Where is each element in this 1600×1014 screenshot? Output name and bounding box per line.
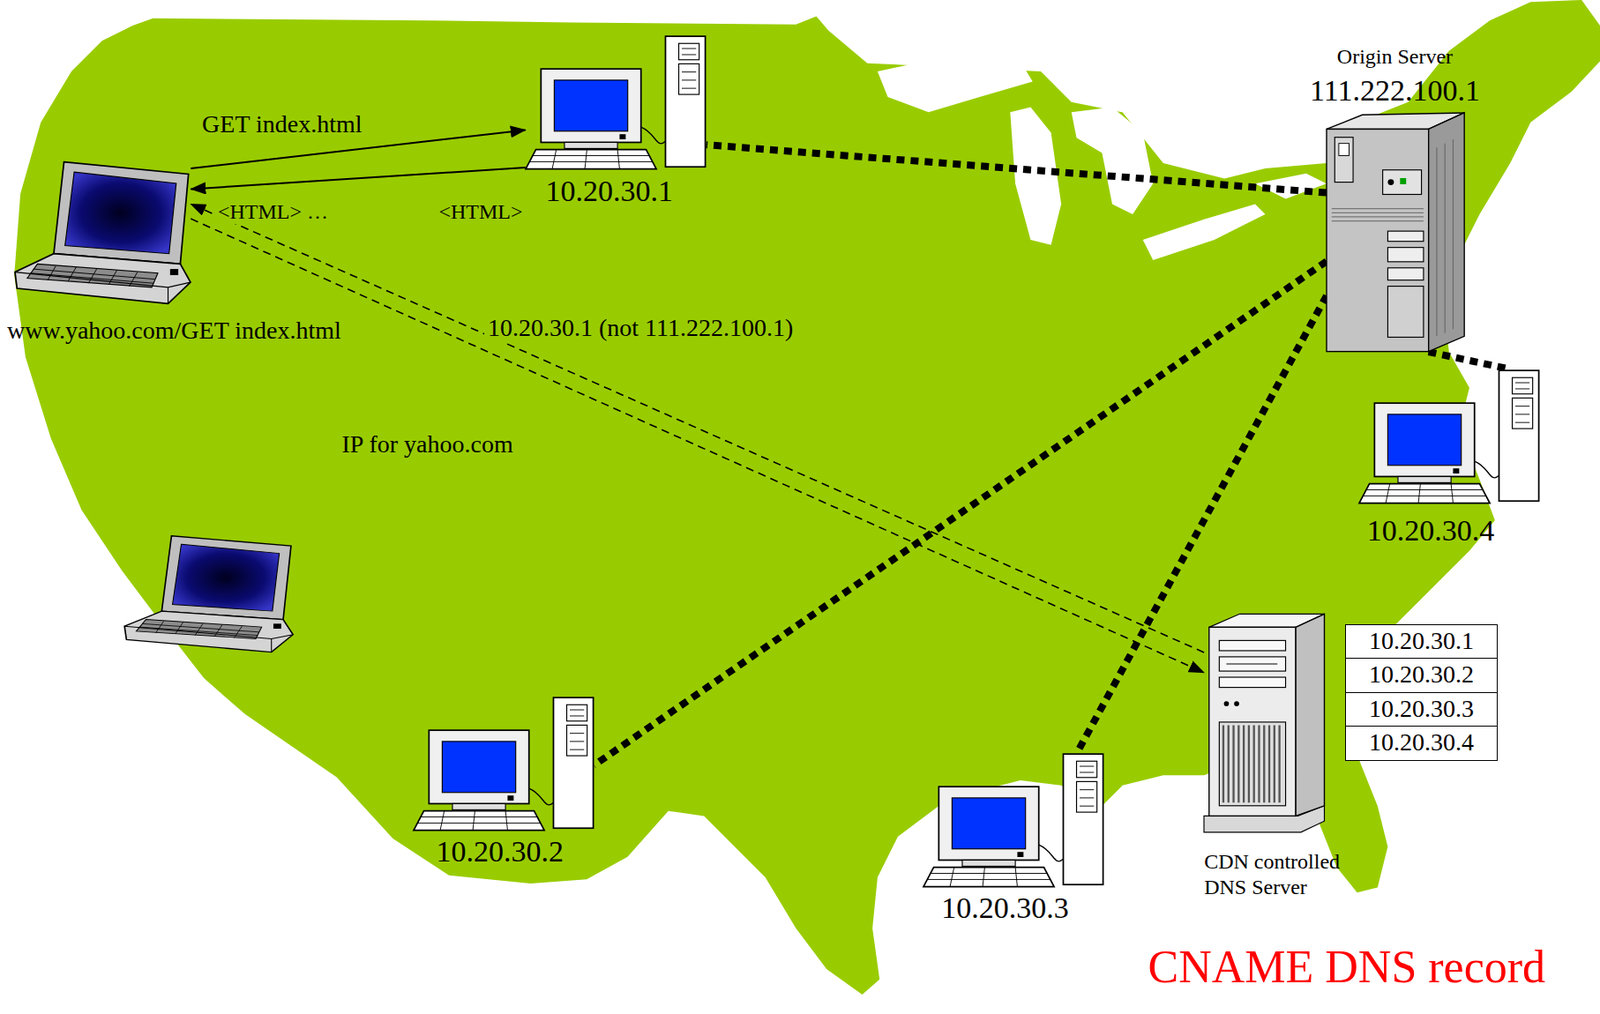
icon (413, 696, 595, 832)
icon (1326, 106, 1465, 352)
cache-server: 10.20.30.4 (1359, 369, 1541, 505)
origin-server: Origin Server111.222.100.1 (1326, 106, 1465, 352)
ic-dns (1203, 613, 1324, 833)
cache-server: 10.20.30.2 (413, 696, 595, 832)
replication-link (706, 144, 1327, 193)
dns-query-arrow (190, 218, 1204, 673)
icon (1359, 369, 1541, 505)
lake-michigan (1009, 106, 1062, 245)
lake-huron (1071, 106, 1154, 214)
second-laptop (124, 536, 293, 653)
dns-server: CDN controlled DNS Server (1203, 612, 1327, 838)
ip-address: 10.20.30.2 (436, 835, 565, 868)
ic-pc (525, 37, 706, 170)
slide-title: CNAME DNS record (1147, 944, 1546, 991)
icon (14, 157, 191, 307)
cache-server: 10.20.30.1 (525, 35, 707, 171)
server-title: Origin Server (1337, 44, 1453, 70)
edge-label: 10.20.30.1 (not 111.222.100.1) (484, 314, 797, 343)
replication-link (1428, 351, 1512, 370)
lake-erie (1143, 203, 1266, 261)
ic-pc (923, 754, 1104, 887)
icon (525, 35, 707, 171)
ic-laptop (14, 162, 191, 305)
icon (923, 753, 1105, 889)
table-cell: 10.20.30.2 (1345, 657, 1499, 693)
ic-pc (413, 697, 594, 830)
ip-address: 10.20.30.3 (941, 891, 1070, 925)
ip-address: 10.20.30.1 (545, 174, 673, 208)
client-laptop: www.yahoo.com/GET index.html (14, 157, 191, 307)
us-landmass (14, 0, 1600, 995)
edge-label: <HTML> (434, 200, 526, 225)
cache-server: 10.20.30.3 (923, 753, 1105, 889)
lake-superior (877, 56, 1033, 113)
edge-label: GET index.html (198, 110, 366, 139)
ic-origin (1326, 112, 1465, 352)
request-url: www.yahoo.com/GET index.html (7, 316, 342, 345)
edge-label: IP for yahoo.com (338, 430, 517, 459)
table-cell: 10.20.30.4 (1345, 725, 1499, 761)
ip-address: 10.20.30.4 (1367, 514, 1496, 547)
dns-query-arrow (190, 203, 1204, 653)
icon (1203, 612, 1327, 838)
server-caption: CDN controlled DNS Server (1203, 849, 1363, 901)
http-arrow (190, 167, 526, 189)
response-label: <HTML> … (214, 200, 332, 225)
table-cell: 10.20.30.3 (1345, 692, 1499, 727)
table-cell: 10.20.30.1 (1345, 624, 1499, 659)
ic-pc (1359, 370, 1540, 503)
ip-address: 111.222.100.1 (1309, 74, 1481, 107)
